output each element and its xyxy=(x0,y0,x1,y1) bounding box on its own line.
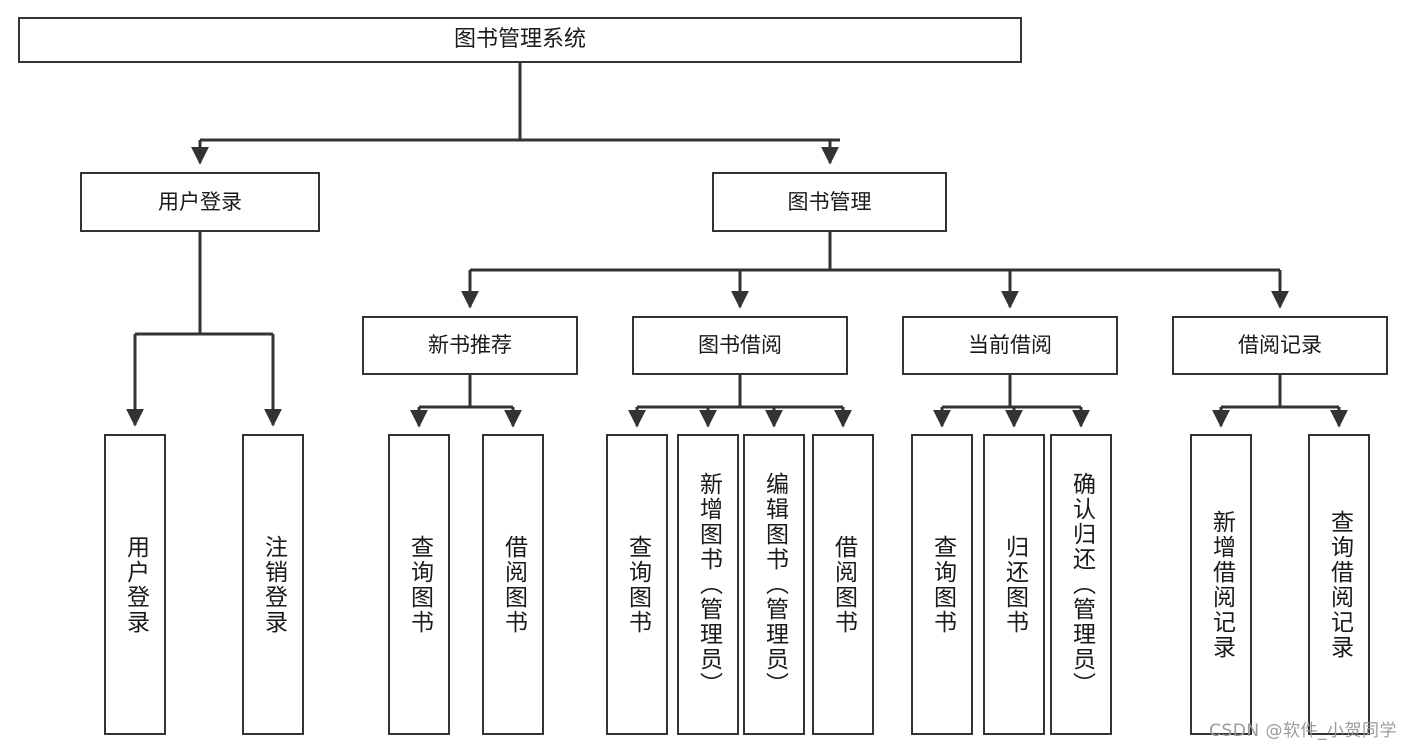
node-leaf-query-book-3-label: 查询图书 xyxy=(929,534,956,635)
node-leaf-user-login[interactable]: 用户登录 xyxy=(104,434,166,735)
node-book-manage[interactable]: 图书管理 xyxy=(712,172,947,232)
node-new-book-rec-label: 新书推荐 xyxy=(428,333,512,358)
node-leaf-confirm-return-label: 确认归还（管理员） xyxy=(1068,472,1095,697)
node-leaf-borrow-book-2[interactable]: 借阅图书 xyxy=(812,434,874,735)
node-root[interactable]: 图书管理系统 xyxy=(18,17,1022,63)
node-leaf-borrow-book-1[interactable]: 借阅图书 xyxy=(482,434,544,735)
node-user-login-label: 用户登录 xyxy=(158,189,242,214)
node-leaf-edit-book[interactable]: 编辑图书（管理员） xyxy=(743,434,805,735)
node-leaf-add-record-label: 新增借阅记录 xyxy=(1208,509,1235,660)
node-new-book-rec[interactable]: 新书推荐 xyxy=(362,316,578,375)
node-leaf-borrow-book-1-label: 借阅图书 xyxy=(500,534,527,635)
node-leaf-query-book-2[interactable]: 查询图书 xyxy=(606,434,668,735)
node-leaf-return-book[interactable]: 归还图书 xyxy=(983,434,1045,735)
node-leaf-edit-book-label: 编辑图书（管理员） xyxy=(761,472,788,697)
node-leaf-add-record[interactable]: 新增借阅记录 xyxy=(1190,434,1252,735)
csdn-watermark: CSDN @软件_小贺同学 xyxy=(1209,721,1397,741)
node-book-manage-label: 图书管理 xyxy=(787,189,872,214)
node-book-borrow-label: 图书借阅 xyxy=(698,333,782,358)
node-current-borrow[interactable]: 当前借阅 xyxy=(902,316,1118,375)
node-leaf-add-book-label: 新增图书（管理员） xyxy=(695,472,722,697)
node-leaf-add-book[interactable]: 新增图书（管理员） xyxy=(677,434,739,735)
node-leaf-user-login-label: 用户登录 xyxy=(122,534,149,635)
node-leaf-query-book-2-label: 查询图书 xyxy=(624,534,651,635)
node-leaf-query-book-1[interactable]: 查询图书 xyxy=(388,434,450,735)
node-leaf-query-book-3[interactable]: 查询图书 xyxy=(911,434,973,735)
node-user-login[interactable]: 用户登录 xyxy=(80,172,320,232)
node-leaf-query-book-1-label: 查询图书 xyxy=(406,534,433,635)
node-leaf-query-record[interactable]: 查询借阅记录 xyxy=(1308,434,1370,735)
node-leaf-return-book-label: 归还图书 xyxy=(1001,534,1028,635)
node-leaf-query-record-label: 查询借阅记录 xyxy=(1326,509,1353,660)
node-book-borrow[interactable]: 图书借阅 xyxy=(632,316,848,375)
node-borrow-record-label: 借阅记录 xyxy=(1238,333,1322,358)
node-leaf-borrow-book-2-label: 借阅图书 xyxy=(830,534,857,635)
node-current-borrow-label: 当前借阅 xyxy=(968,333,1052,358)
node-leaf-user-logout-label: 注销登录 xyxy=(260,534,287,635)
node-root-label: 图书管理系统 xyxy=(453,27,586,53)
node-leaf-user-logout[interactable]: 注销登录 xyxy=(242,434,304,735)
node-leaf-confirm-return[interactable]: 确认归还（管理员） xyxy=(1050,434,1112,735)
node-borrow-record[interactable]: 借阅记录 xyxy=(1172,316,1388,375)
